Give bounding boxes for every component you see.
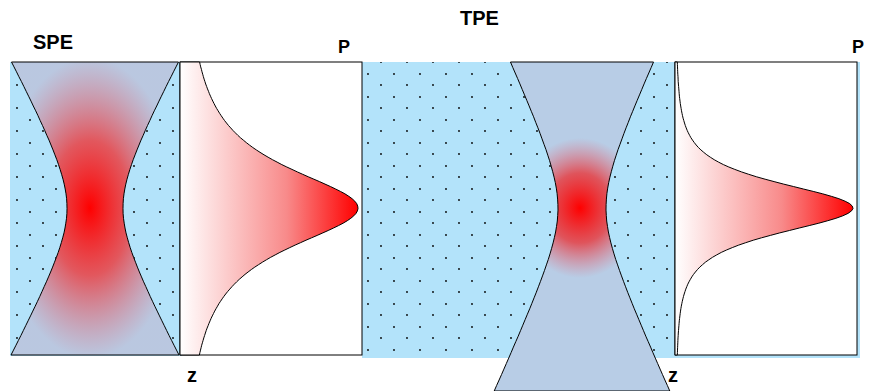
axis-label: z <box>187 365 197 385</box>
beam-focus <box>494 62 670 391</box>
panel-title: SPE <box>33 32 73 52</box>
medium <box>10 62 182 356</box>
axis-label: P <box>338 38 350 56</box>
plot-frame <box>180 62 362 355</box>
plot-frame <box>675 62 857 355</box>
axis-label: P <box>852 38 864 56</box>
profile-curve <box>180 62 358 355</box>
profile-curve <box>675 62 853 355</box>
beam-focus <box>11 62 179 355</box>
axis-label: z <box>668 365 678 385</box>
panel-title: TPE <box>460 8 499 28</box>
